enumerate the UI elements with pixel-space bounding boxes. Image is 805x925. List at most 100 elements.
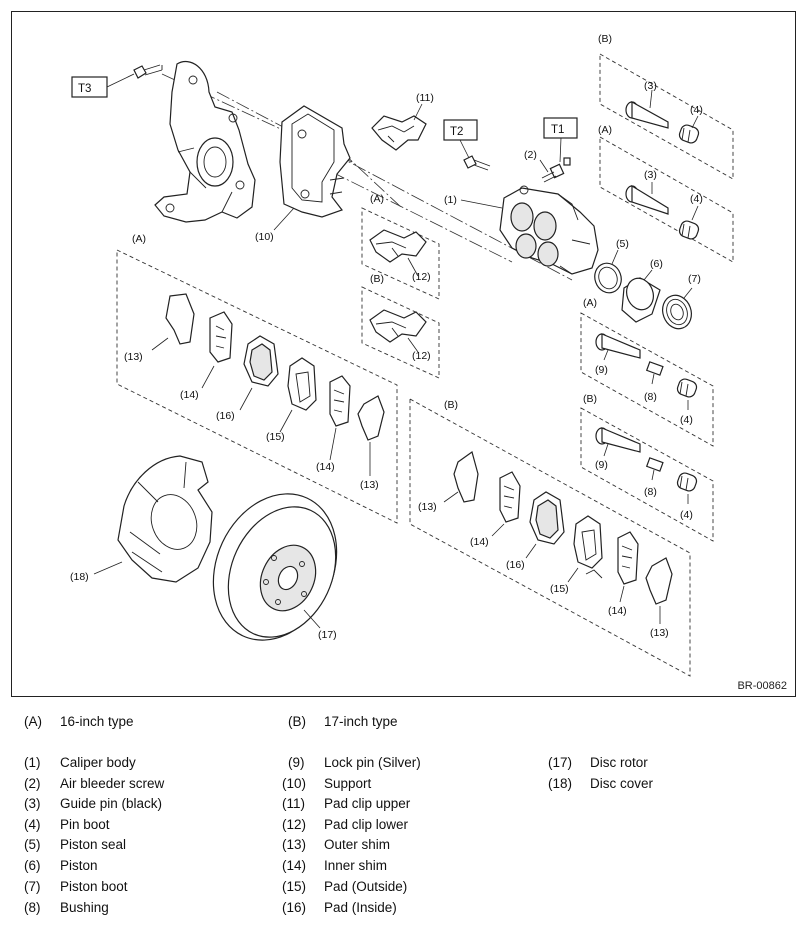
legend-text-16: Pad (Inside) [324,900,397,915]
leader-1 [460,199,503,209]
t2-label: T2 [450,126,463,138]
legend-key-11: (11) [282,796,306,811]
t1-label: T1 [551,124,564,136]
leader-4-a [691,205,699,221]
callout-15-b: (15) [550,583,569,595]
legend-text-13: Outer shim [324,837,391,852]
bushing-a [645,361,664,376]
callout-11: (11) [416,92,434,104]
legend-key-3: (3) [24,796,41,811]
group-a-clip-frame [361,207,440,300]
leader-12-a [407,257,419,277]
leader-8-a [651,373,655,385]
disc-cover [117,455,213,583]
guide-pin-b [625,100,669,129]
leader-16-b [525,543,537,559]
exploded-diagram: T3 (10) (11) (A) (12) (B) [11,11,796,697]
leader-7 [683,287,693,299]
leader-6 [643,269,653,281]
callout-7: (7) [688,273,701,285]
legend-text-10: Support [324,776,372,791]
leader-13-b1 [443,491,459,503]
leader-10 [273,207,295,231]
callout-5: (5) [616,238,629,250]
inner-shim-b1 [499,471,521,523]
callout-10: (10) [255,231,274,243]
group-b-clip-frame [361,286,440,379]
leader-5 [611,249,619,265]
t2-leader [459,139,471,161]
leader-14-b2 [619,585,625,603]
leader-4-b [691,115,699,129]
legend-key-6: (6) [24,858,41,873]
callout-12-b: (12) [412,350,431,362]
callout-13-b1: (13) [418,501,437,513]
disc-rotor [212,493,338,641]
piston-boot [662,294,692,330]
diagram-drawing: T3 (10) (11) (A) (12) (B) [70,33,734,677]
leader-9-a [603,349,609,361]
type-key-a: (A) [24,714,42,729]
pin-boot-b [678,124,700,144]
outer-shim-a2 [357,395,385,441]
legend-key-12: (12) [282,817,307,832]
legend-text-18: Disc cover [590,776,654,791]
legend-text-6: Piston [60,858,98,873]
leader-13-a1 [151,337,169,351]
legend-text-8: Bushing [60,900,109,915]
pad-clip-lower-b [369,309,427,343]
pad-inside-a [243,335,279,387]
leader-14-a1 [201,365,215,389]
axis-line-clip [341,151,403,209]
group-b-lockpin-frame [580,407,714,542]
outer-shim-b2 [645,557,673,605]
group-label-a-lockpin: (A) [583,297,597,309]
leader-16-a [239,387,253,411]
legend-text-3: Guide pin (black) [60,796,163,811]
callout-4-b: (4) [690,104,703,116]
legend-key-4: (4) [24,817,41,832]
type-text-a: 16-inch type [60,714,134,729]
group-a-pads-frame [116,249,398,524]
bushing-b [645,457,664,472]
callout-14-b2: (14) [608,605,627,617]
legend-text-7: Piston boot [60,879,128,894]
legend-key-10: (10) [282,776,307,791]
t1-box [543,117,578,139]
legend-key-15: (15) [282,879,307,894]
pad-clip-lower-a [369,229,427,263]
legend-key-2: (2) [24,776,41,791]
steering-knuckle [154,61,256,223]
callout-18: (18) [70,571,89,583]
leader-14-b1 [491,523,505,537]
legend-key-5: (5) [24,837,41,852]
outer-shim-b1 [453,451,479,503]
lock-pin-b [595,427,641,453]
leader-15-b [567,567,579,583]
legend-text-4: Pin boot [60,817,110,832]
legend-key-8: (8) [24,900,41,915]
legend-key-13: (13) [282,837,307,852]
leader-15-a [279,409,293,433]
callout-16-b: (16) [506,559,525,571]
callout-3-b: (3) [644,80,657,92]
leader-9-b [603,443,609,457]
inner-shim-a1 [209,311,233,363]
axis-line-caliper [311,161,513,263]
callout-14-b1: (14) [470,536,489,548]
group-a-guide-frame [599,136,734,263]
t1-leader [559,137,562,163]
outer-shim-a1 [165,293,195,345]
air-bleeder-screw [541,157,571,183]
caliper-body [499,185,599,275]
piston-seal [594,262,622,294]
t2-box [443,119,478,141]
legend-key-16: (16) [282,900,307,915]
callout-14-a2: (14) [316,461,335,473]
callout-13-a2: (13) [360,479,379,491]
callout-13-a1: (13) [124,351,143,363]
pad-clip-upper [371,115,427,151]
pin-boot-a [678,220,700,240]
group-label-b-pads: (B) [444,399,458,411]
legend-key-9: (9) [288,755,305,770]
